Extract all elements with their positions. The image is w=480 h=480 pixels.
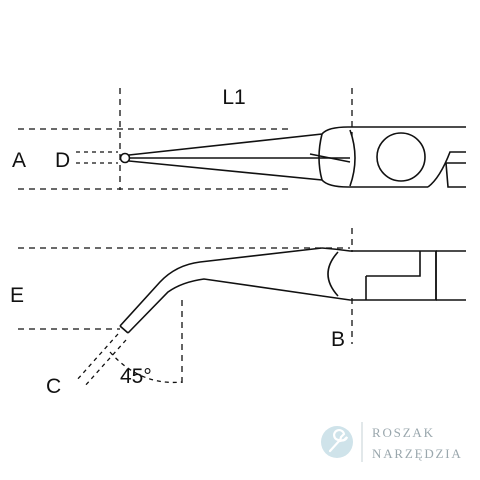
- angle-arc: [109, 351, 183, 384]
- wrench-icon: [321, 426, 353, 458]
- handle-recess: [366, 251, 421, 277]
- side-view: E B C 45°: [10, 228, 466, 398]
- watermark-line2: NARZĘDZIA: [372, 446, 463, 461]
- lower-jaw-outline: [128, 160, 428, 188]
- body-front-curve-side: [327, 251, 339, 297]
- jaw-inner-edge: [309, 153, 351, 163]
- top-view: L1 A D: [12, 86, 466, 190]
- handle-upper-edge: [427, 151, 466, 188]
- c-dash-1: [75, 333, 119, 382]
- handle-lower-shape: [445, 162, 466, 188]
- watermark: ROSZAK NARZĘDZIA: [321, 422, 463, 462]
- c-label: C: [46, 375, 61, 398]
- e-label: E: [10, 284, 24, 307]
- jaw-top-edge: [119, 247, 323, 327]
- c-dash-2: [83, 339, 127, 388]
- d-label: D: [55, 149, 70, 172]
- jaw-bottom-edge: [127, 278, 323, 334]
- angle-label: 45°: [120, 365, 152, 388]
- body-front-curve: [349, 129, 356, 187]
- pivot-joint: [376, 132, 426, 182]
- a-label: A: [12, 149, 26, 172]
- jaw-shoulder: [318, 133, 323, 181]
- l1-label: L1: [222, 86, 245, 109]
- watermark-line1: ROSZAK: [372, 425, 435, 440]
- jaw-tip: [119, 152, 131, 164]
- b-label: B: [331, 328, 345, 351]
- body-outline: [321, 247, 437, 301]
- jaw-tip-edge: [119, 325, 129, 334]
- upper-jaw-outline: [128, 126, 466, 156]
